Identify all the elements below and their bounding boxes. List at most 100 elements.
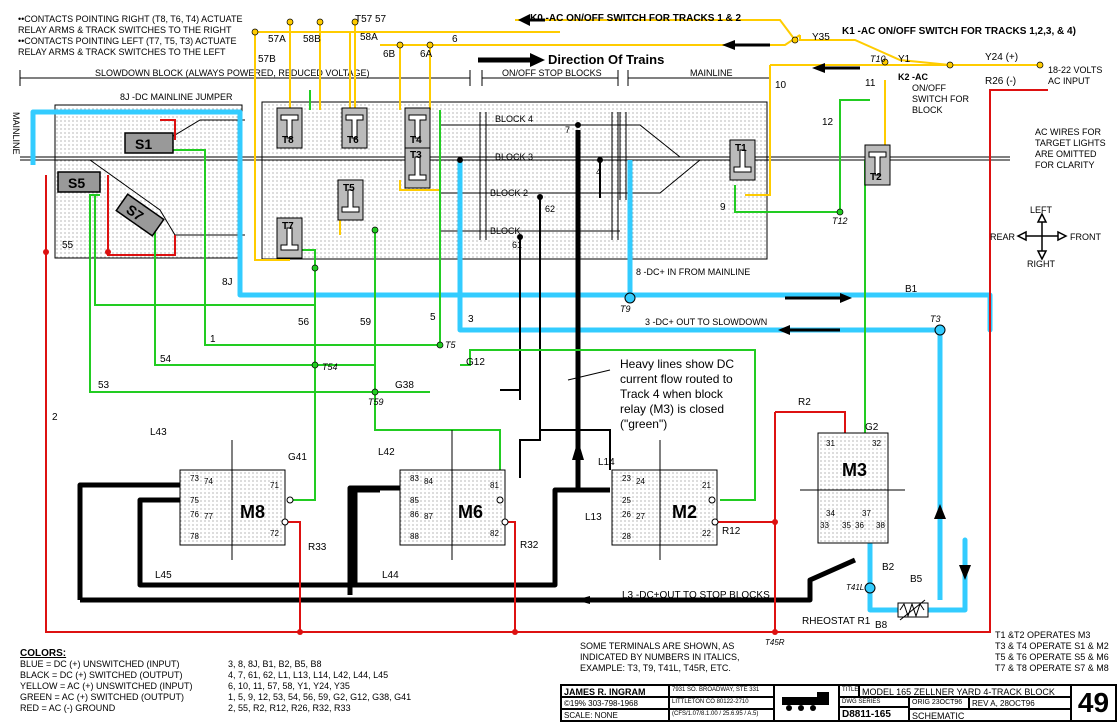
legend-title: COLORS: — [20, 648, 67, 659]
blue-terminals — [624, 292, 946, 594]
compass-rear: REAR — [990, 232, 1016, 242]
label-57b: 57B — [258, 54, 276, 65]
switch-s1[interactable]: S1 — [124, 132, 174, 154]
label-t12: T12 — [832, 216, 848, 226]
file-cell: (CFS/1.07/8.1.00 / 25.6.95 / A.5) — [669, 709, 774, 721]
m2-terminal-24: 24 — [636, 477, 645, 486]
mainline-jumper-label: 8J -DC MAINLINE JUMPER — [120, 92, 233, 102]
m6-terminal-83: 83 — [410, 474, 419, 483]
label-r12: R12 — [722, 526, 741, 537]
controller-t6[interactable]: T6 — [341, 107, 368, 149]
rheostat-r1[interactable] — [897, 599, 929, 621]
m2-terminal-21: 21 — [702, 481, 711, 490]
label-y1: Y1 — [898, 54, 911, 65]
switch-s5[interactable]: S5 — [57, 171, 101, 193]
relay-m2[interactable]: M2 23 24 25 26 27 28 21 22 — [611, 440, 719, 560]
label-4: 4 — [596, 167, 601, 177]
label-t10: T10 — [870, 54, 886, 64]
b5-flow-arrow — [934, 504, 946, 519]
label-dc-out: 3 -DC+ OUT TO SLOWDOWN — [645, 317, 767, 327]
label-11: 11 — [865, 78, 876, 89]
volts-label-2: AC INPUT — [1048, 76, 1091, 86]
k2-line4: BLOCK — [912, 105, 943, 115]
dc-flow-arrow-up — [572, 440, 584, 460]
label-y24: Y24 (+) — [985, 52, 1018, 63]
m8-terminal-77: 77 — [204, 512, 213, 521]
ac-wires-note-3: ARE OMITTED — [1035, 149, 1097, 159]
label-56: 56 — [298, 317, 310, 328]
address-cell-2: LITTLETON CO 80122-2710 — [669, 697, 774, 709]
controller-t2[interactable]: T2 — [864, 144, 891, 186]
label-5: 5 — [430, 312, 436, 323]
italics-note-line: INDICATED BY NUMBERS IN ITALICS, — [580, 652, 740, 662]
label-l44: L44 — [382, 570, 399, 581]
s5-label: S5 — [68, 175, 85, 191]
controller-t8[interactable]: T8 — [276, 107, 303, 149]
controller-t4[interactable]: T4 — [404, 107, 431, 149]
m6-terminal-84: 84 — [424, 477, 433, 486]
type-cell: SCHEMATIC — [909, 709, 1071, 721]
label-l13: L13 — [585, 512, 602, 523]
label-g41: G41 — [288, 452, 307, 463]
relay-m6[interactable]: M6 83 84 85 86 87 88 81 82 — [399, 430, 509, 560]
m6-terminal-85: 85 — [410, 496, 419, 505]
m3-label: M3 — [842, 460, 867, 480]
legend-row-green: GREEN = AC (+) SWITCHED (OUTPUT)1, 5, 9,… — [20, 692, 560, 703]
dwg-cell: D8811-165 — [839, 707, 909, 721]
label-g38: G38 — [395, 380, 414, 391]
orig-cell: ORIG 23OCT96 — [909, 697, 969, 709]
note-contacts-left: ••CONTACTS POINTING LEFT (T7, T5, T3) AC… — [18, 36, 237, 46]
m3-terminal-38: 38 — [876, 521, 885, 530]
m8-terminal-72: 72 — [270, 529, 279, 538]
slowdown-block-label: SLOWDOWN BLOCK (ALWAYS POWERED, REDUCED … — [95, 68, 370, 78]
block-2-label: BLOCK 2 — [490, 188, 528, 198]
m8-terminal-74: 74 — [204, 477, 213, 486]
green-junctions — [311, 208, 844, 396]
operates-line: T1 &T2 OPERATES M3 — [995, 630, 1091, 640]
t5-label: T5 — [343, 183, 355, 194]
legend-wires: 2, 55, R2, R12, R26, R32, R33 — [228, 703, 351, 713]
label-6: 6 — [452, 34, 458, 45]
m2-terminal-28: 28 — [622, 532, 631, 541]
m8-terminal-76: 76 — [190, 510, 199, 519]
t8-label: T8 — [282, 135, 294, 146]
controller-t1[interactable]: T1 — [729, 139, 756, 181]
relay-m3[interactable]: M3 31 32 33 34 35 36 37 38 — [800, 432, 905, 544]
legend-label: BLACK = DC (+) SWITCHED (OUTPUT) — [20, 670, 183, 680]
label-12: 12 — [822, 117, 834, 128]
address-cell-1: 7931 SO. BROADWAY, STE 331 — [669, 685, 774, 697]
section-dimension-lines — [19, 70, 770, 86]
label-1: 1 — [210, 334, 216, 345]
compass-icon — [1016, 212, 1068, 261]
m3-terminal-31: 31 — [826, 439, 835, 448]
label-58a: 58A — [360, 32, 378, 43]
label-l14: L14 — [598, 457, 615, 468]
m6-label: M6 — [458, 502, 483, 522]
black-heavy-wires — [77, 130, 857, 603]
label-b1: B1 — [905, 284, 918, 295]
operates-line: T7 & T8 OPERATE S7 & M8 — [995, 663, 1109, 673]
logo-cell — [774, 685, 839, 721]
m6-terminal-82: 82 — [490, 529, 499, 538]
locomotive-logo-icon — [782, 692, 829, 711]
k0-arrow — [518, 14, 530, 26]
t7-label: T7 — [282, 221, 294, 232]
legend-label: RED = AC (-) GROUND — [20, 703, 116, 713]
k2-line3: SWITCH FOR — [912, 94, 969, 104]
switch-s7[interactable]: S7 — [115, 193, 165, 237]
relay-m8[interactable]: M8 73 74 75 76 77 78 71 72 — [179, 440, 294, 560]
label-2: 2 — [52, 412, 58, 423]
controller-t7[interactable]: T7 — [276, 217, 303, 259]
ac-wires-note-2: TARGET LIGHTS — [1035, 138, 1106, 148]
m3-terminal-33: 33 — [820, 521, 829, 530]
controller-t5[interactable]: T5 — [337, 179, 364, 221]
k2-line2: ON/OFF — [912, 83, 946, 93]
controller-t3[interactable]: T3 — [404, 147, 431, 189]
label-r26: R26 (-) — [985, 76, 1016, 87]
black-junctions — [457, 122, 603, 240]
m2-label: M2 — [672, 502, 697, 522]
red-junctions — [43, 249, 778, 635]
s1-label: S1 — [135, 136, 152, 152]
m8-terminal-78: 78 — [190, 532, 199, 541]
label-l45: L45 — [155, 570, 172, 581]
